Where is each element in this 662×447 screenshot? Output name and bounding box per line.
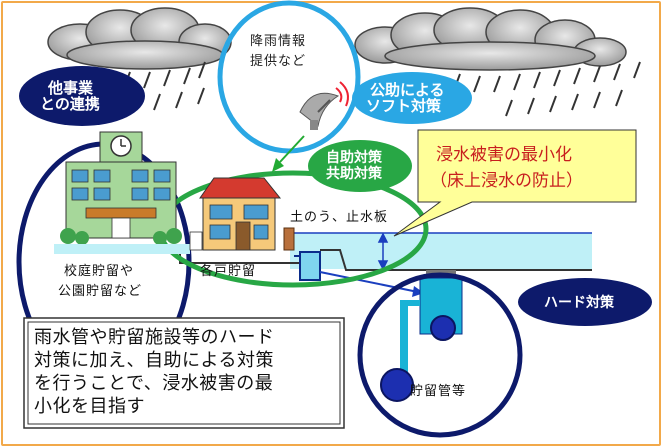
flow-arrow xyxy=(319,271,424,297)
satellite-dish-icon xyxy=(299,81,349,130)
callout-subtitle: （床上浸水の防止） xyxy=(430,171,583,191)
sandbag-label: 土のう、止水板 xyxy=(290,210,389,225)
callout-balloon xyxy=(393,129,637,237)
summary-text-line3: を行うことで、浸水被害の最 xyxy=(34,373,274,394)
summary-text-line1: 雨水管や貯留施設等のハード xyxy=(34,327,275,348)
hard-measures-circle xyxy=(357,272,523,438)
rain-info-circle xyxy=(217,0,361,154)
house-storage-tank xyxy=(294,251,321,281)
other-business-badge xyxy=(19,66,145,126)
hard-measures-badge xyxy=(518,278,652,326)
summary-text-line4: 小化を目指す xyxy=(34,396,145,417)
public-soft-label-line1: 公助による xyxy=(370,81,445,99)
hard-measures-label: ハード対策 xyxy=(544,295,614,311)
callout-title: 浸水被害の最小化 xyxy=(436,145,572,165)
info-arrow xyxy=(272,135,305,172)
rain-info-label-line2: 提供など xyxy=(250,54,307,69)
house-icon xyxy=(189,177,282,251)
water-depth-arrow xyxy=(377,232,389,271)
rain-info-label-line1: 降雨情報 xyxy=(250,34,307,49)
school-storage-label-line2: 公園貯留など xyxy=(58,284,143,299)
self-mutual-badge xyxy=(308,140,412,192)
summary-box xyxy=(23,317,345,429)
sandbag-barrier xyxy=(283,227,295,251)
rain-cloud-icon xyxy=(354,7,641,117)
summary-text-line2: 対策に加え、自助による対策 xyxy=(34,350,274,371)
other-business-label-line1: 他事業 xyxy=(48,79,94,97)
school-building-icon xyxy=(54,131,190,254)
self-help-label-line1: 自助対策 xyxy=(326,150,382,166)
public-soft-label-line2: ソフト対策 xyxy=(366,97,442,115)
each-house-label: 各戸貯留 xyxy=(200,264,257,279)
self-help-label-line2: 共助対策 xyxy=(326,166,382,182)
public-soft-badge xyxy=(352,72,472,124)
school-storage-label-line1: 校庭貯留や xyxy=(64,264,135,279)
other-business-label-line2: との連携 xyxy=(40,95,100,113)
storage-pipe-label: 貯留管等 xyxy=(410,384,467,399)
